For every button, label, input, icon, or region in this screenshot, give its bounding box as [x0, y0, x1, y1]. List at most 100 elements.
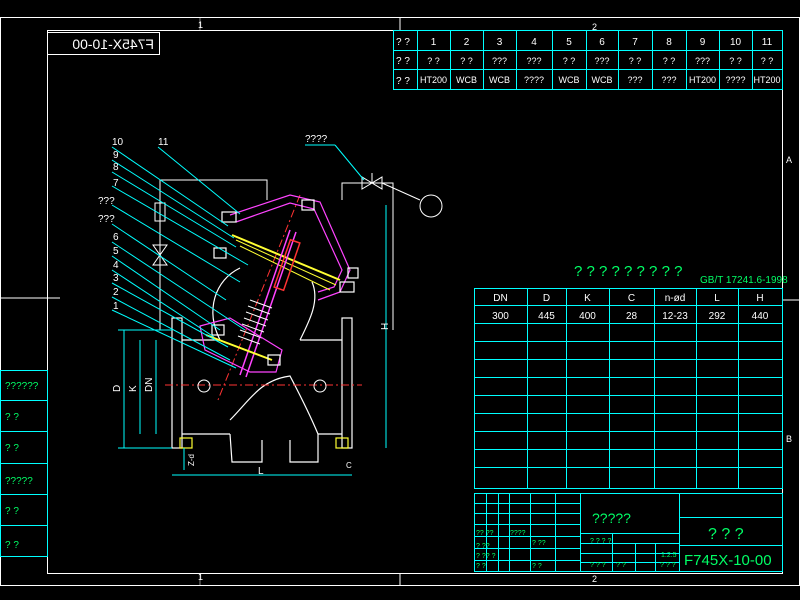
bonnet-assembly — [213, 194, 359, 301]
part-material-cell: WCB — [559, 75, 580, 85]
zone-marker-b: B — [786, 434, 792, 444]
callout-label: 8 — [113, 162, 119, 173]
valve-section-view — [111, 144, 443, 476]
parts-table-header-label: ? ? — [396, 37, 410, 48]
title-block-small-label: ?? ?? — [476, 530, 494, 537]
zone-marker-a: A — [786, 155, 792, 165]
part-number-cell: 3 — [497, 37, 503, 48]
part-number-cell: 9 — [700, 37, 706, 48]
dimension-table-title: ? ? ? ? ? ? ? ? ? — [574, 263, 682, 280]
mirrored-drawing-code: F745X-10-00 — [72, 36, 154, 52]
mirrored-code-box: F745X-10-00 — [47, 32, 160, 55]
float-ball-icon — [419, 194, 443, 218]
zone-marker-bottom-2: 2 — [592, 574, 597, 584]
part-name-cell: ? ? — [427, 56, 440, 66]
dimension-table — [474, 288, 783, 489]
dimension-value-cell: 300 — [492, 311, 509, 322]
part-name-cell: ? ? — [563, 56, 576, 66]
dimension-header-cell: K — [584, 293, 591, 304]
part-number-cell: 8 — [666, 37, 672, 48]
needle-valve-icon — [152, 244, 168, 266]
part-name-cell: ? ? — [663, 56, 676, 66]
dimension-value-cell: 12-23 — [662, 311, 688, 322]
dimension-value-cell: 28 — [626, 311, 638, 322]
left-stamp-column — [0, 370, 48, 557]
part-name-cell: ??? — [594, 56, 609, 66]
zone-marker-bottom-1: 1 — [198, 572, 203, 582]
dimension-table-standard: GB/T 17241.6-1998 — [700, 275, 788, 286]
part-name-cell: ? ? — [460, 56, 473, 66]
part-material-cell: HT200 — [420, 75, 447, 85]
stamp-label: ? ? — [5, 443, 19, 454]
title-block-small-label: ? ? ? ? — [590, 538, 612, 545]
part-material-cell: HT200 — [753, 75, 780, 85]
callout-label: 2 — [113, 287, 119, 298]
part-number-cell: 1 — [431, 37, 437, 48]
dimension-value-cell: 440 — [752, 311, 769, 322]
part-material-cell: ??? — [661, 75, 676, 85]
stamp-label: ?????? — [5, 381, 39, 392]
dim-c-label: C — [346, 461, 352, 470]
callout-label: 10 — [112, 137, 124, 148]
part-number-cell: 10 — [730, 37, 742, 48]
callout-label: 6 — [113, 232, 119, 243]
title-block-small-label: ? ? ? — [660, 562, 676, 569]
title-block-small-label: ? ?? — [532, 540, 546, 547]
stamp-label: ? ? — [5, 540, 19, 551]
title-block — [474, 493, 783, 572]
parts-table — [393, 30, 783, 90]
part-number-cell: 6 — [599, 37, 605, 48]
title-block-small-label: ? ? ? — [590, 562, 606, 569]
callout-label: 5 — [113, 246, 119, 257]
title-block-small-label: ? ? — [616, 562, 626, 569]
valve-body-outline — [171, 267, 353, 463]
stamp-label: ? ? — [5, 506, 19, 517]
callout-label: ??? — [98, 214, 115, 225]
dimension-value-cell: 292 — [709, 311, 726, 322]
stamp-label: ????? — [5, 476, 33, 487]
title-block-small-label: ? ?? ? — [476, 553, 496, 560]
part-material-cell: WCB — [592, 75, 613, 85]
callout-label: 7 — [113, 178, 119, 189]
callout-leaders — [111, 144, 365, 369]
dim-dn-label: DN — [144, 378, 155, 392]
zone-marker-top-1: 1 — [198, 20, 203, 30]
disc-seat-assembly — [179, 317, 349, 449]
part-material-cell: ???? — [725, 75, 745, 85]
title-block-small-label: ? ? — [532, 563, 542, 570]
title-block-drawing-number: F745X-10-00 — [684, 552, 772, 569]
part-number-cell: 2 — [464, 37, 470, 48]
spring — [237, 299, 273, 345]
title-block-scale: 1:2.5 — [661, 552, 677, 559]
part-number-cell: 5 — [566, 37, 572, 48]
pilot-piping — [154, 179, 394, 330]
dimension-header-cell: L — [714, 293, 720, 304]
title-block-company: ????? — [592, 510, 631, 526]
callout-label: ??? — [98, 196, 115, 207]
callout-label: 11 — [158, 137, 169, 148]
dim-k-label: K — [128, 385, 139, 392]
parts-table-row2-label: ? ? — [396, 56, 410, 67]
dimension-header-cell: DN — [493, 293, 507, 304]
title-block-product-name: ? ? ? — [708, 526, 744, 543]
parts-table-row3-label: ? ? — [396, 76, 410, 87]
part-number-cell: 7 — [632, 37, 638, 48]
pilot-valve-label: ???? — [305, 134, 328, 145]
title-block-small-label: ???? — [510, 530, 526, 537]
dimension-header-cell: C — [628, 293, 635, 304]
callout-label: 3 — [113, 273, 119, 284]
dimension-value-cell: 445 — [538, 311, 555, 322]
dimension-header-cell: H — [756, 293, 763, 304]
callout-label: 9 — [113, 150, 119, 161]
left-stamp-cells: ??????? ?? ??????? ?? ? — [5, 381, 39, 551]
callout-label: 1 — [113, 301, 119, 312]
part-material-cell: ???? — [524, 75, 544, 85]
part-material-cell: ??? — [627, 75, 642, 85]
dim-d-label: D — [112, 385, 123, 392]
part-material-cell: WCB — [489, 75, 510, 85]
dimension-header-cell: D — [543, 293, 550, 304]
centerlines — [165, 194, 362, 401]
